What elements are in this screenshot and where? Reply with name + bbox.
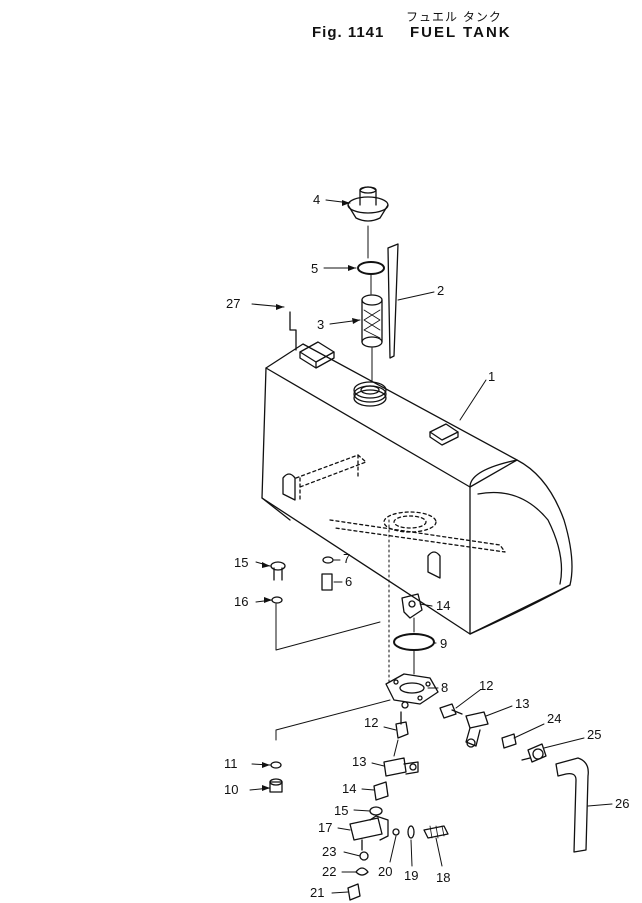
figure-header: フュエル タンク Fig. 1141 FUEL TANK <box>0 0 642 60</box>
callout-7: 7 <box>343 551 350 566</box>
washer-15 <box>369 806 383 816</box>
callout-27: 25 <box>587 727 601 742</box>
callout-28: 26 <box>615 796 629 811</box>
valve-27 <box>521 743 547 763</box>
fuel-tank-body <box>261 341 573 635</box>
cover-plate-8 <box>385 673 439 705</box>
callout-13-right: 13 <box>515 696 529 711</box>
callout-19: 17 <box>318 820 332 835</box>
callout-5: 5 <box>311 261 318 276</box>
japanese-title: フュエル タンク <box>406 10 502 24</box>
small-plug <box>401 701 409 709</box>
nipple-26 <box>501 733 517 749</box>
callout-6: 6 <box>345 574 352 589</box>
callout-3: 3 <box>317 317 324 332</box>
tee-fitting-13-right <box>465 711 489 748</box>
clip-24 <box>355 867 369 876</box>
figure-title: FUEL TANK <box>410 24 512 41</box>
drain-hose-28 <box>555 757 589 853</box>
callout-4: 4 <box>313 192 320 207</box>
tee-fitting-13-left <box>383 757 419 777</box>
elbow-fitting-12-left <box>395 711 409 739</box>
callout-25: 23 <box>322 844 336 859</box>
bolt-6 <box>321 573 333 591</box>
bracket-bolt-29 <box>289 311 297 351</box>
callout-12-left: 12 <box>364 715 378 730</box>
washer-7 <box>322 556 334 564</box>
filler-cap <box>347 186 389 222</box>
gauge-rod <box>387 243 399 359</box>
tee-fitting-19 <box>349 815 389 851</box>
o-ring-5 <box>357 261 385 275</box>
callout-29: 27 <box>226 296 240 311</box>
callout-12-right: 12 <box>479 678 493 693</box>
bolt-20 <box>423 825 449 839</box>
callout-26: 24 <box>547 711 561 726</box>
plug-23 <box>347 883 361 901</box>
callout-1: 1 <box>488 369 495 384</box>
callout-22: 20 <box>378 864 392 879</box>
callout-21: 19 <box>404 868 418 883</box>
callout-17: 15 <box>234 555 248 570</box>
drain-elbow-16 <box>401 593 423 619</box>
nipple-14 <box>373 781 389 801</box>
callout-16: 14 <box>436 598 450 613</box>
elbow-fitting-12-right <box>439 703 463 719</box>
bolt-17 <box>270 561 286 581</box>
o-ring-9 <box>393 633 435 651</box>
callout-18: 16 <box>234 594 248 609</box>
washer-25 <box>359 851 369 861</box>
bolt-10 <box>269 778 283 793</box>
figure-number: Fig. 1141 <box>312 24 385 41</box>
strainer <box>361 294 383 348</box>
callout-20: 18 <box>436 870 450 885</box>
ring-21 <box>407 825 415 839</box>
callout-9: 9 <box>440 636 447 651</box>
callout-10: 10 <box>224 782 238 797</box>
washer-11 <box>270 761 282 769</box>
washer-22 <box>392 828 400 836</box>
callout-14: 14 <box>342 781 356 796</box>
washer-18 <box>271 596 283 604</box>
callout-23: 21 <box>310 885 324 900</box>
callout-24: 22 <box>322 864 336 879</box>
callout-13-left: 13 <box>352 754 366 769</box>
callout-8: 8 <box>441 680 448 695</box>
callout-2: 2 <box>437 283 444 298</box>
callout-15: 15 <box>334 803 348 818</box>
callout-11: 11 <box>224 756 238 771</box>
